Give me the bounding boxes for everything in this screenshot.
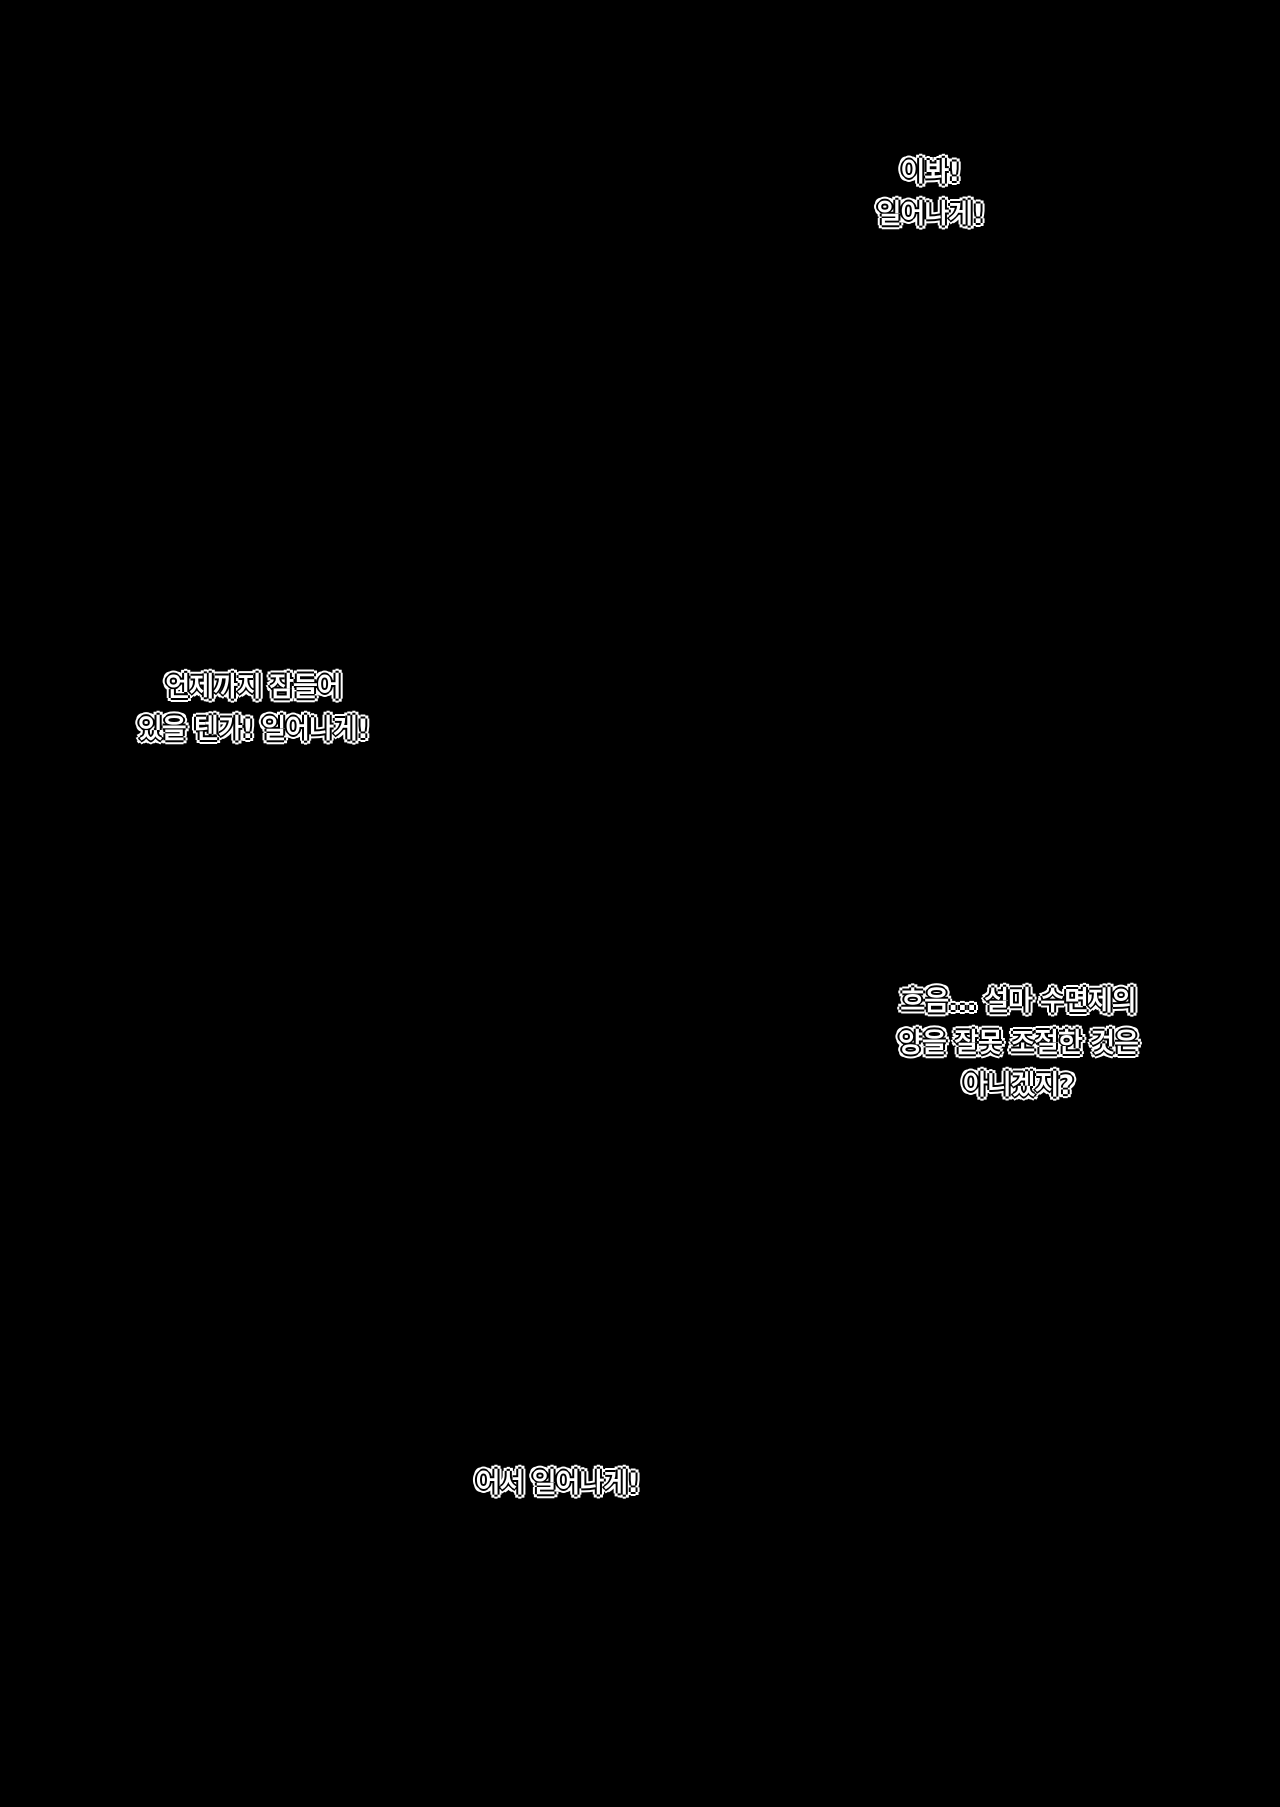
speech-text-3: 흐음... 설마 수면제의 양을 잘못 조절한 것은 아니겠지? bbox=[898, 981, 1139, 1107]
speech-line: 어서 일어나게! bbox=[475, 1468, 640, 1499]
speech-line: 언제까지 잠들어 bbox=[165, 672, 341, 703]
speech-line: 아니겠지? bbox=[962, 1070, 1074, 1101]
speech-line: 이봐! bbox=[900, 157, 961, 188]
speech-text-2: 언제까지 잠들어 있을 텐가! 일어나게! bbox=[137, 667, 369, 751]
speech-line: 흐음... 설마 수면제의 bbox=[900, 986, 1136, 1017]
speech-line: 일어나게! bbox=[876, 199, 985, 230]
speech-text-4: 어서 일어나게! bbox=[475, 1463, 640, 1505]
speech-line: 있을 텐가! 일어나게! bbox=[137, 714, 369, 745]
speech-text-1: 이봐! 일어나게! bbox=[876, 152, 985, 236]
speech-line: 양을 잘못 조절한 것은 bbox=[898, 1028, 1139, 1059]
